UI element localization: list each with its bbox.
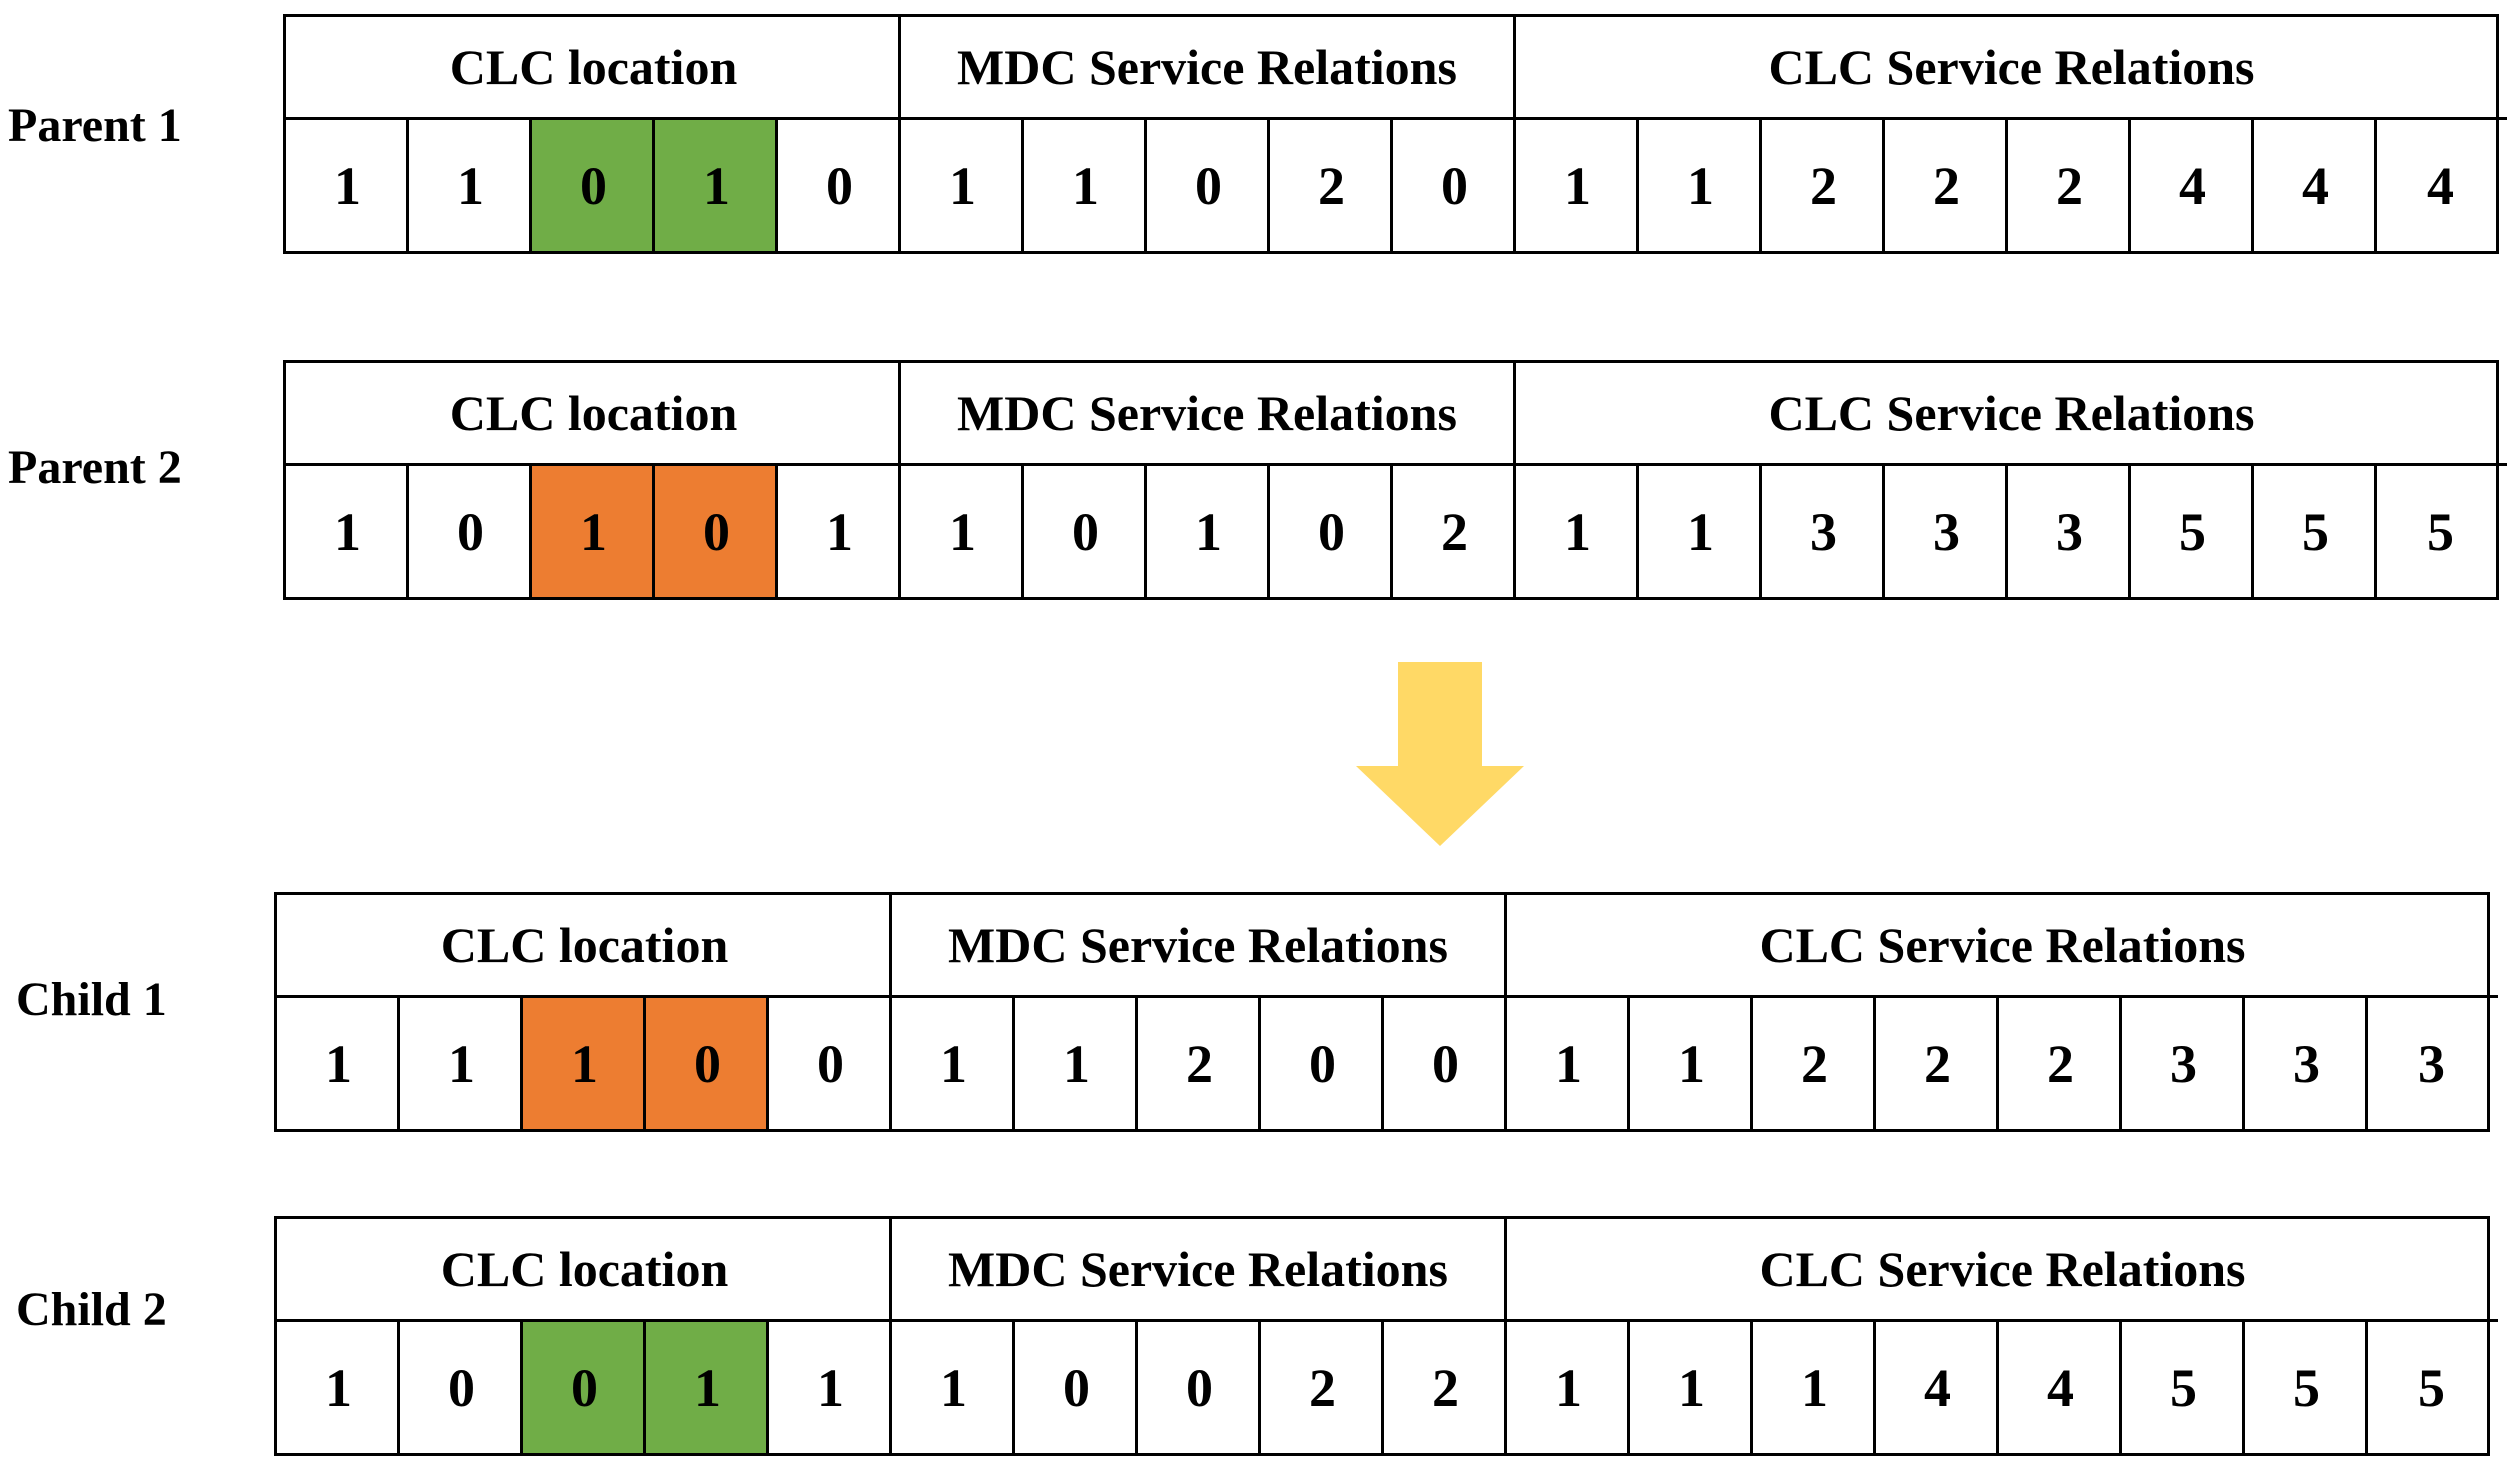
gene-cell: 2 xyxy=(1135,998,1261,1129)
gene-cell: 1 xyxy=(775,466,901,597)
gene-cell: 1 xyxy=(406,120,532,251)
gene-cell: 5 xyxy=(2128,466,2254,597)
segment-header-mdc-service-relations: MDC Service Relations xyxy=(889,895,1504,998)
gene-cell: 0 xyxy=(1144,120,1270,251)
gene-cell: 4 xyxy=(2374,120,2504,251)
gene-cell: 3 xyxy=(1882,466,2008,597)
segment-header-clc-service-relations: CLC Service Relations xyxy=(1504,895,2498,998)
gene-cell: 0 xyxy=(520,1322,646,1453)
gene-cell: 1 xyxy=(1636,120,1762,251)
row-label: Child 2 xyxy=(16,1283,167,1336)
gene-cell: 1 xyxy=(1021,120,1147,251)
row-label: Parent 2 xyxy=(8,441,182,494)
gene-cell: 3 xyxy=(1759,466,1885,597)
segment-header-mdc-service-relations: MDC Service Relations xyxy=(889,1219,1504,1322)
row-label: Child 1 xyxy=(16,973,167,1026)
segment-header-clc-location: CLC location xyxy=(286,363,901,466)
gene-cell: 0 xyxy=(775,120,901,251)
gene-cell: 5 xyxy=(2119,1322,2245,1453)
segment-header-clc-location: CLC location xyxy=(277,1219,892,1322)
gene-cell: 2 xyxy=(1882,120,2008,251)
gene-cell: 2 xyxy=(2005,120,2131,251)
gene-cell: 0 xyxy=(1012,1322,1138,1453)
gene-cell: 1 xyxy=(643,1322,769,1453)
gene-cell: 2 xyxy=(1750,998,1876,1129)
gene-cell: 1 xyxy=(1636,466,1762,597)
gene-cell: 1 xyxy=(529,466,655,597)
down-arrow-icon xyxy=(1356,662,1524,846)
gene-cell: 1 xyxy=(766,1322,892,1453)
gene-cell: 2 xyxy=(1381,1322,1507,1453)
gene-cell: 2 xyxy=(1759,120,1885,251)
segment-header-clc-service-relations: CLC Service Relations xyxy=(1513,363,2507,466)
gene-cell: 4 xyxy=(1996,1322,2122,1453)
row-label: Parent 1 xyxy=(8,99,182,152)
gene-cell: 5 xyxy=(2251,466,2377,597)
gene-cell: 0 xyxy=(1267,466,1393,597)
gene-cell: 0 xyxy=(1258,998,1384,1129)
gene-cell: 0 xyxy=(1135,1322,1261,1453)
gene-cell: 3 xyxy=(2242,998,2368,1129)
gene-cell: 0 xyxy=(1021,466,1147,597)
gene-cell: 3 xyxy=(2119,998,2245,1129)
gene-cell: 0 xyxy=(766,998,892,1129)
gene-cell: 1 xyxy=(652,120,778,251)
gene-cell: 1 xyxy=(1144,466,1270,597)
segment-header-clc-location: CLC location xyxy=(277,895,892,998)
gene-cell: 4 xyxy=(2251,120,2377,251)
gene-cell: 1 xyxy=(1012,998,1138,1129)
gene-cell: 5 xyxy=(2365,1322,2495,1453)
gene-cell: 5 xyxy=(2242,1322,2368,1453)
gene-cell: 1 xyxy=(889,998,1015,1129)
gene-cell: 1 xyxy=(1504,1322,1630,1453)
gene-cell: 5 xyxy=(2374,466,2504,597)
gene-cell: 1 xyxy=(898,466,1024,597)
gene-cell: 2 xyxy=(1873,998,1999,1129)
gene-cell: 2 xyxy=(1390,466,1516,597)
gene-cell: 2 xyxy=(1258,1322,1384,1453)
gene-cell: 1 xyxy=(334,501,361,562)
gene-cell: 1 xyxy=(325,1357,352,1418)
gene-cell: 1 xyxy=(334,155,361,216)
gene-cell: 1 xyxy=(325,1033,352,1094)
segment-header-mdc-service-relations: MDC Service Relations xyxy=(898,17,1513,120)
segment-header-clc-location: CLC location xyxy=(286,17,901,120)
gene-cell: 1 xyxy=(1513,120,1639,251)
gene-cell: 0 xyxy=(406,466,532,597)
gene-cell: 1 xyxy=(1750,1322,1876,1453)
gene-cell: 1 xyxy=(1627,998,1753,1129)
gene-cell: 0 xyxy=(643,998,769,1129)
gene-cell: 0 xyxy=(397,1322,523,1453)
gene-cell: 0 xyxy=(1381,998,1507,1129)
gene-cell: 1 xyxy=(898,120,1024,251)
gene-cell: 0 xyxy=(1390,120,1516,251)
segment-header-clc-service-relations: CLC Service Relations xyxy=(1504,1219,2498,1322)
gene-cell: 4 xyxy=(2128,120,2254,251)
gene-cell: 1 xyxy=(889,1322,1015,1453)
gene-cell: 2 xyxy=(1267,120,1393,251)
gene-cell: 3 xyxy=(2005,466,2131,597)
gene-cell: 1 xyxy=(1513,466,1639,597)
gene-cell: 1 xyxy=(1504,998,1630,1129)
gene-cell: 3 xyxy=(2365,998,2495,1129)
gene-cell: 1 xyxy=(1627,1322,1753,1453)
gene-cell: 1 xyxy=(397,998,523,1129)
gene-cell: 0 xyxy=(652,466,778,597)
gene-cell: 4 xyxy=(1873,1322,1999,1453)
segment-header-clc-service-relations: CLC Service Relations xyxy=(1513,17,2507,120)
segment-header-mdc-service-relations: MDC Service Relations xyxy=(898,363,1513,466)
gene-cell: 1 xyxy=(520,998,646,1129)
gene-cell: 2 xyxy=(1996,998,2122,1129)
gene-cell: 0 xyxy=(529,120,655,251)
